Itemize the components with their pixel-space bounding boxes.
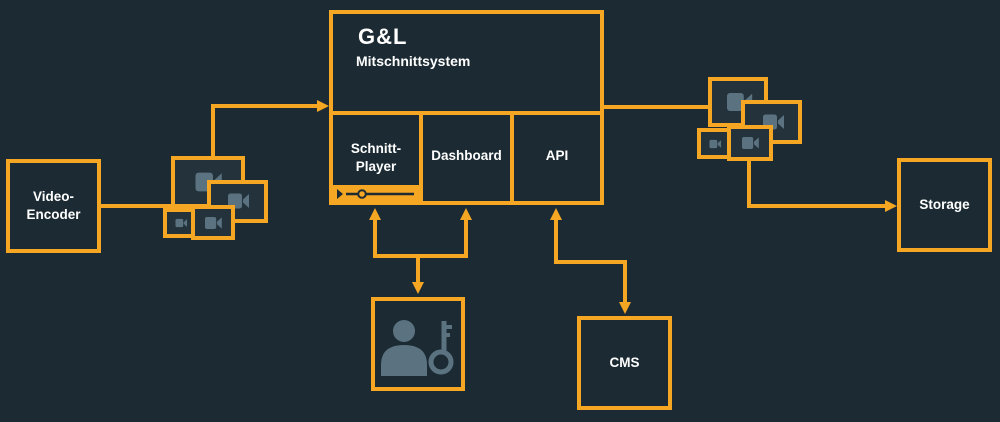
storage-label: Storage <box>919 197 970 212</box>
player-label-line1: Schnitt- <box>350 141 402 156</box>
cms-box <box>577 316 672 410</box>
module-api: API <box>545 148 569 163</box>
user-auth-box <box>371 297 465 391</box>
video-camera-icon <box>697 77 802 161</box>
timeline-scrubber-icon <box>331 185 421 203</box>
storage-box <box>897 158 992 252</box>
cms-label: CMS <box>609 355 640 370</box>
system-title: Mitschnittsystem <box>356 53 471 69</box>
player-label-line2: Player <box>355 159 397 174</box>
user-key-icon <box>381 320 454 376</box>
encoder-label-line1: Video- <box>32 189 74 204</box>
company-logo: G&L <box>358 24 408 49</box>
module-dashboard: Dashboard <box>431 148 502 163</box>
video-camera-icon <box>163 156 268 240</box>
encoder-label-line2: Encoder <box>26 207 81 222</box>
module-schnitt-player: Schnitt- Player <box>333 140 419 176</box>
video-encoder-label: Video- Encoder <box>10 188 97 224</box>
connectors <box>99 100 897 314</box>
